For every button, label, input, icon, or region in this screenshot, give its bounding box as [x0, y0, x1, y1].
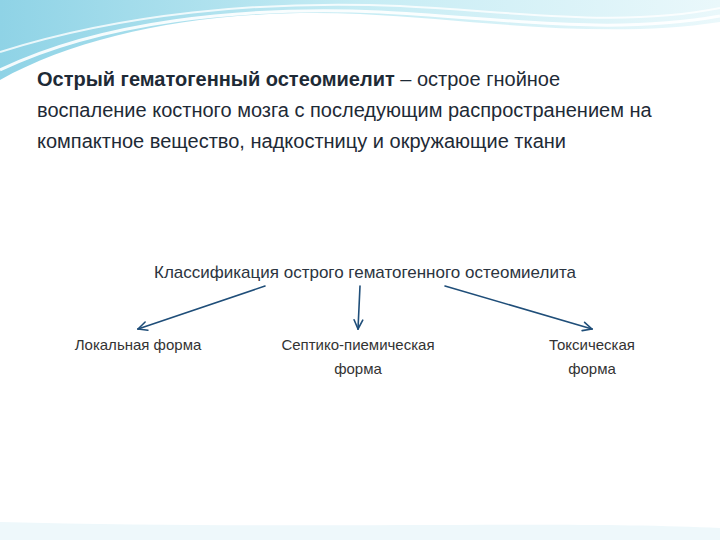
- connector: [354, 320, 358, 329]
- connector: [445, 286, 592, 329]
- wave-line: [0, 11, 720, 70]
- connector: [582, 329, 592, 331]
- form-node: Локальная форма: [53, 333, 223, 357]
- connector: [138, 329, 148, 330]
- wave-line: [0, 5, 720, 52]
- node-text: Токсическая форма: [532, 333, 652, 381]
- heading: Острый гематогенный остеомиелит – острое…: [37, 64, 667, 157]
- classification-heading: Классификация острого гематогенного осте…: [65, 262, 665, 284]
- connector: [138, 322, 145, 329]
- connector: [358, 320, 363, 329]
- form-node: Токсическая форма: [532, 333, 652, 381]
- connector: [585, 322, 592, 329]
- node-text: Классификация острого гематогенного осте…: [65, 262, 665, 284]
- title: Острый гематогенный остеомиелит: [37, 68, 395, 90]
- bottom-band: [0, 522, 720, 540]
- connector: [358, 286, 360, 329]
- node-text: Септико-пиемическая форма: [268, 333, 448, 381]
- node-text: Локальная форма: [53, 333, 223, 357]
- connector: [138, 286, 265, 329]
- form-node: Септико-пиемическая форма: [268, 333, 448, 381]
